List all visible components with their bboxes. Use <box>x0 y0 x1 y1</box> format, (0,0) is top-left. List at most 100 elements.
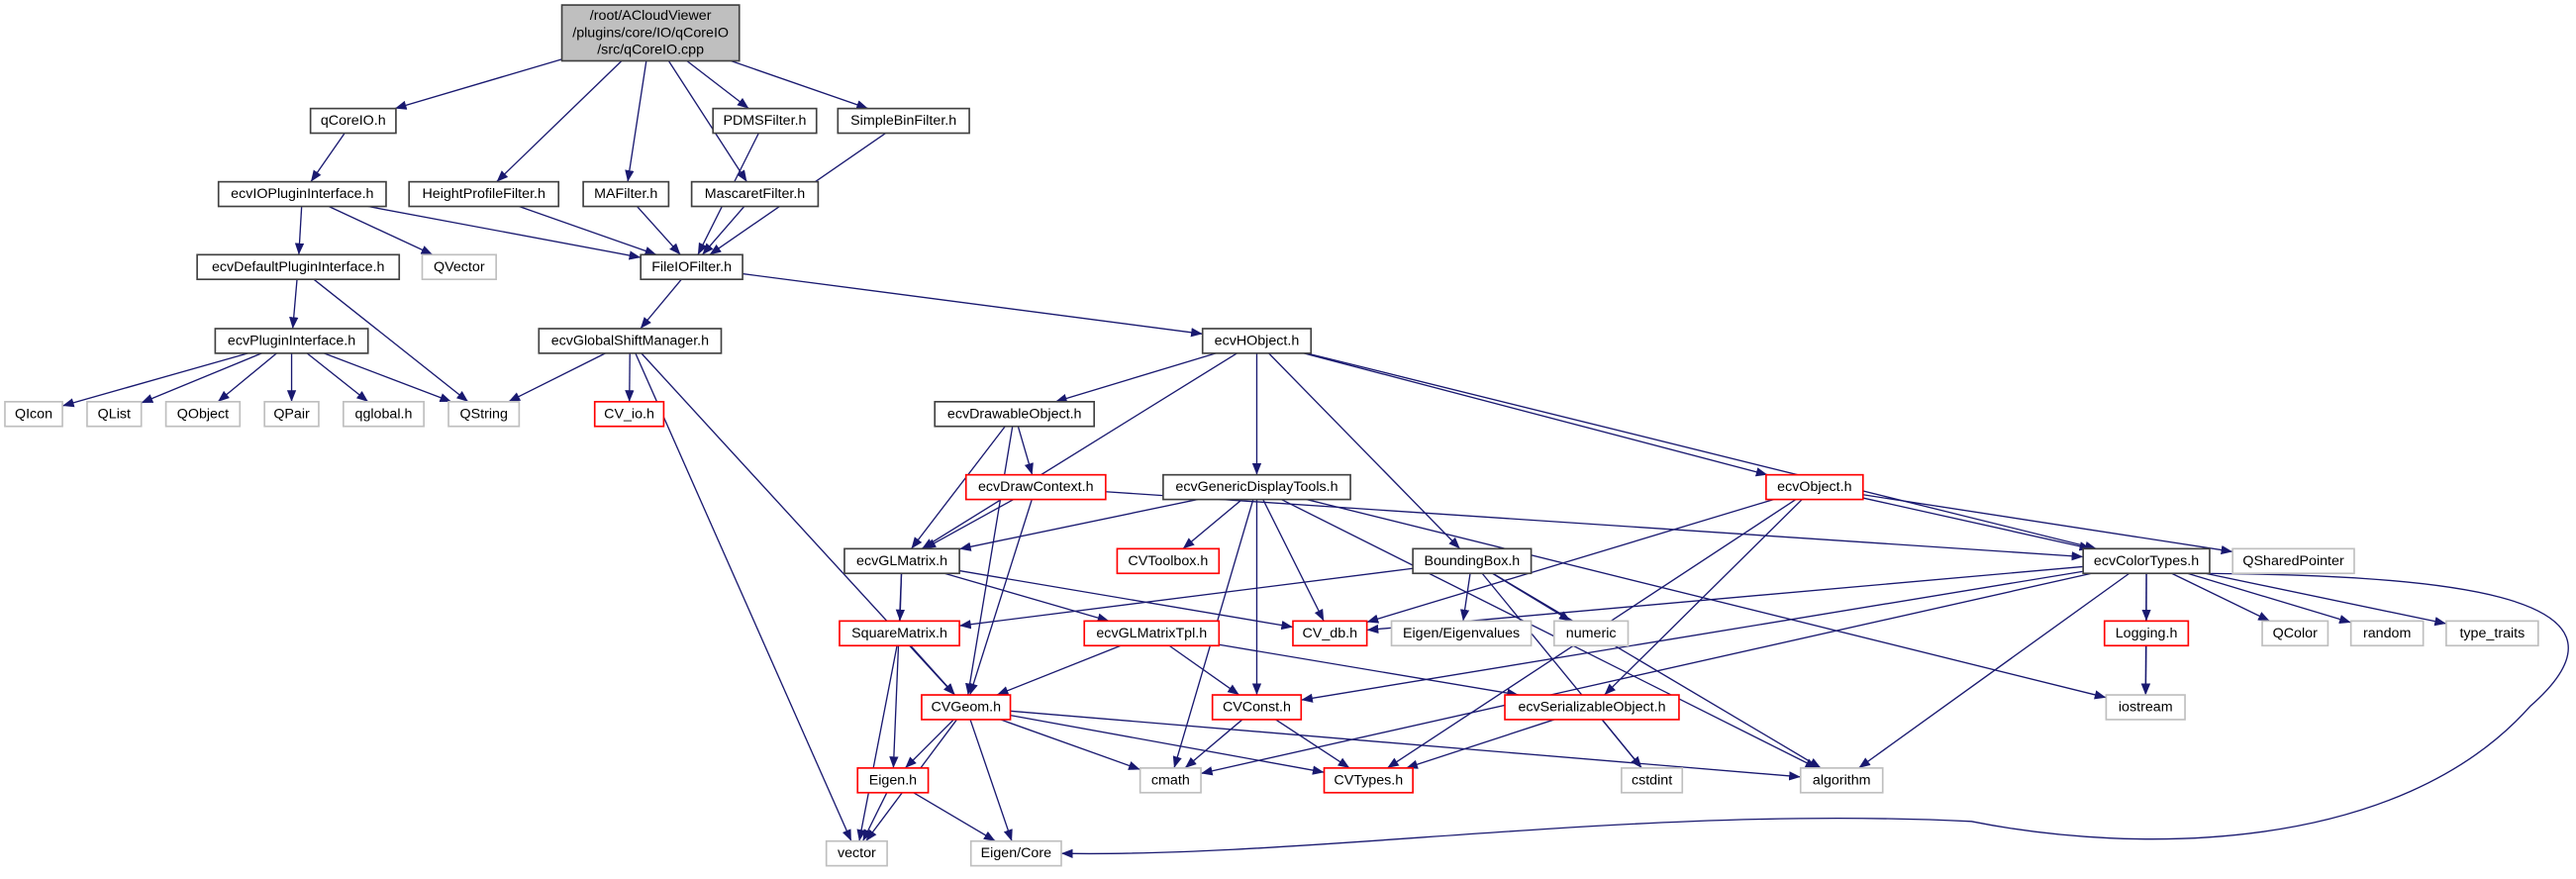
node-box <box>837 107 970 135</box>
node-eigen-h[interactable]: Eigen.h <box>856 767 930 794</box>
node-eigen-eigenvalues[interactable]: Eigen/Eigenvalues <box>1390 620 1533 647</box>
edge-ecvplugin-to-qlist <box>141 352 262 404</box>
node-numeric[interactable]: numeric <box>1552 620 1630 647</box>
node-pdmsfilter-h[interactable]: PDMSFilter.h <box>712 107 818 135</box>
node-fileiofilter-h[interactable]: FileIOFilter.h <box>640 253 743 281</box>
edge-hobject-to-colortypes <box>1306 352 2097 551</box>
node-vector[interactable]: vector <box>825 839 888 867</box>
node-label: QSharedPointer <box>2242 553 2344 569</box>
node-cvtypes-h[interactable]: CVTypes.h <box>1323 767 1414 794</box>
node-qglobal-h[interactable]: qglobal.h <box>342 401 425 428</box>
node-label: ecvDefaultPluginInterface.h <box>212 259 384 275</box>
node-mascaretfilter-h[interactable]: MascaretFilter.h <box>690 180 820 208</box>
node-cvtoolbox-h[interactable]: CVToolbox.h <box>1116 547 1221 575</box>
node-box <box>2082 547 2211 575</box>
node-box <box>582 180 670 208</box>
node-box <box>690 180 820 208</box>
node-ecvglmatrixtpl-h[interactable]: ecvGLMatrixTpl.h <box>1083 620 1221 647</box>
node-squarematrix-h[interactable]: SquareMatrix.h <box>839 620 960 647</box>
node-label: ecvDrawableObject.h <box>947 406 1082 422</box>
node-box <box>1552 620 1630 647</box>
edge-serializable-to-cstdint <box>1601 719 1642 769</box>
node-iostream[interactable]: iostream <box>2105 694 2186 721</box>
node-label: MAFilter.h <box>594 186 657 202</box>
node-cv-db-h[interactable]: CV_db.h <box>1292 620 1368 647</box>
node-qcolor[interactable]: QColor <box>2261 620 2329 647</box>
node-random[interactable]: random <box>2349 620 2425 647</box>
node-label: ecvObject.h <box>1777 479 1851 495</box>
edge-globalshift-to-qstring <box>508 352 606 403</box>
node-qcoreio-h[interactable]: qCoreIO.h <box>309 107 397 135</box>
node-label: BoundingBox.h <box>1424 553 1520 569</box>
node-label: Eigen.h <box>869 772 917 788</box>
node-ecvdrawableobject-h[interactable]: ecvDrawableObject.h <box>934 401 1096 428</box>
node-eigen-core[interactable]: Eigen/Core <box>969 839 1062 867</box>
edges-layer <box>61 58 2569 859</box>
node-label: QVector <box>434 259 485 275</box>
node-label: QString <box>460 406 508 422</box>
node-qobject[interactable]: QObject <box>164 401 242 428</box>
node-box <box>560 4 741 62</box>
node-cvgeom-h[interactable]: CVGeom.h <box>921 694 1012 721</box>
node-label: /src/qCoreIO.cpp <box>597 43 704 58</box>
node-box <box>1201 328 1313 354</box>
node-ecvdefaultplugininterface-h[interactable]: ecvDefaultPluginInterface.h <box>196 253 401 281</box>
node-box <box>921 694 1012 721</box>
node-cvconst-h[interactable]: CVConst.h <box>1211 694 1303 721</box>
edge-genericdisplay-to-iostream <box>1306 498 2107 700</box>
node-ecvhobject-h[interactable]: ecvHObject.h <box>1201 328 1313 354</box>
node-type-traits[interactable]: type_traits <box>2445 620 2539 647</box>
node-qpair[interactable]: QPair <box>263 401 320 428</box>
node-ecvobject-h[interactable]: ecvObject.h <box>1765 473 1864 501</box>
node-box <box>447 401 521 428</box>
node-box <box>593 401 665 428</box>
edge-hobject-to-glmatrix <box>921 352 1238 549</box>
node-ecvdrawcontext-h[interactable]: ecvDrawContext.h <box>964 473 1107 501</box>
node-ecvplugininterface-h[interactable]: ecvPluginInterface.h <box>214 328 369 354</box>
node-ecvglobalshiftmanager-h[interactable]: ecvGlobalShiftManager.h <box>538 328 723 354</box>
node-boundingbox-h[interactable]: BoundingBox.h <box>1412 547 1533 575</box>
edge-drawcontext-to-glmatrix <box>924 498 1015 549</box>
node-ecvcolortypes-h[interactable]: ecvColorTypes.h <box>2082 547 2211 575</box>
node-cstdint[interactable]: cstdint <box>1621 767 1684 794</box>
node-label: ecvGlobalShiftManager.h <box>551 333 709 348</box>
node-qcoreio-cpp[interactable]: /root/ACloudViewer/plugins/core/IO/qCore… <box>560 4 741 62</box>
node-label: /plugins/core/IO/qCoreIO <box>572 25 729 41</box>
node-label: ecvGLMatrixTpl.h <box>1096 626 1207 641</box>
node-box <box>2105 694 2186 721</box>
edge-globalshift-to-vector <box>635 352 852 842</box>
node-box <box>408 180 560 208</box>
node-qicon[interactable]: QIcon <box>4 401 63 428</box>
node-qlist[interactable]: QList <box>86 401 143 428</box>
edge-genericdisplay-to-algorithm <box>1281 498 1818 769</box>
node-label: QIcon <box>15 406 52 422</box>
node-qsharedpointer[interactable]: QSharedPointer <box>2231 547 2355 575</box>
edge-cvgeom-to-cvtypes <box>1010 714 1325 775</box>
node-cv-io-h[interactable]: CV_io.h <box>593 401 665 428</box>
node-mafilter-h[interactable]: MAFilter.h <box>582 180 670 208</box>
node-qstring[interactable]: QString <box>447 401 521 428</box>
node-qvector[interactable]: QVector <box>421 253 497 281</box>
node-label: MascaretFilter.h <box>705 186 805 202</box>
node-box <box>4 401 63 428</box>
node-box <box>712 107 818 135</box>
edge-serializable-to-cvtypes <box>1406 719 1555 769</box>
node-ecvioplugininterface-h[interactable]: ecvIOPluginInterface.h <box>217 180 387 208</box>
node-ecvserializableobject-h[interactable]: ecvSerializableObject.h <box>1504 694 1680 721</box>
node-label: CVToolbox.h <box>1128 553 1208 569</box>
node-box <box>86 401 143 428</box>
edge-fileiofilter-to-globalshift <box>640 278 682 330</box>
node-box <box>1116 547 1221 575</box>
node-ecvglmatrix-h[interactable]: ecvGLMatrix.h <box>843 547 960 575</box>
node-label: CVConst.h <box>1223 699 1291 715</box>
node-label: QColor <box>2273 626 2318 641</box>
node-logging-h[interactable]: Logging.h <box>2103 620 2190 647</box>
node-cmath[interactable]: cmath <box>1139 767 1202 794</box>
node-box <box>164 401 242 428</box>
node-simplebinfilter-h[interactable]: SimpleBinFilter.h <box>837 107 970 135</box>
edge-colortypes-to-algorithm <box>1858 572 2130 769</box>
edge-boundingbox-to-squarematrix <box>959 567 1414 630</box>
node-algorithm[interactable]: algorithm <box>1799 767 1884 794</box>
node-ecvgenericdisplaytools-h[interactable]: ecvGenericDisplayTools.h <box>1162 473 1351 501</box>
node-heightprofilefilter-h[interactable]: HeightProfileFilter.h <box>408 180 560 208</box>
